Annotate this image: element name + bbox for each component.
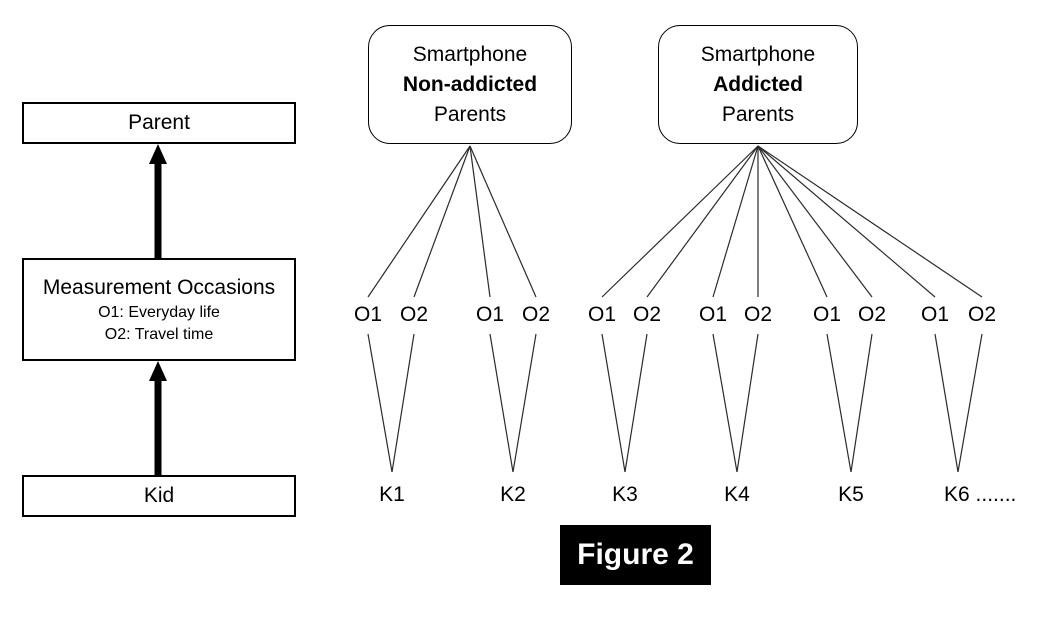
occasion-label: O2 <box>967 303 997 326</box>
occasion-label: O2 <box>521 303 551 326</box>
non-addicted-fan-lines <box>367 145 537 298</box>
group-title-line: Parents <box>433 102 507 126</box>
occasion-label: O2 <box>632 303 662 326</box>
kid-label: K2 <box>500 483 526 506</box>
occasion-label: O1 <box>698 303 728 326</box>
occasion-to-kid-lines <box>367 333 983 473</box>
kid-label: K4 <box>724 483 750 506</box>
occasion-label: O1 <box>812 303 842 326</box>
kid-label: K5 <box>838 483 864 506</box>
occasion-label: O1 <box>353 303 383 326</box>
addicted-fan-lines <box>601 145 983 298</box>
kid-label: K6 ....... <box>944 483 1017 506</box>
parent-box-label: Parent <box>128 111 190 134</box>
group-title-line: Smartphone <box>412 42 528 66</box>
occasion-label: O1 <box>920 303 950 326</box>
occasion-label: O1 <box>475 303 505 326</box>
kid-box: Kid <box>22 475 296 517</box>
group-title-line-bold: Non-addicted <box>402 72 538 96</box>
occasion2-definition: O2: Travel time <box>104 325 214 343</box>
measurement-to-parent-arrow <box>149 144 167 259</box>
occasion1-definition: O1: Everyday life <box>98 303 220 321</box>
parent-box: Parent <box>22 102 296 144</box>
occasion-label: O1 <box>587 303 617 326</box>
occasion-label: O2 <box>857 303 887 326</box>
non-addicted-parents-box: Smartphone Non-addicted Parents <box>368 25 572 144</box>
figure-caption: Figure 2 <box>560 525 711 585</box>
measurement-occasions-box: Measurement Occasions O1: Everyday life … <box>22 258 296 361</box>
figure-caption-label: Figure 2 <box>577 538 694 571</box>
group-title-line-bold: Addicted <box>713 72 803 96</box>
occasion-label: O2 <box>743 303 773 326</box>
group-title-line: Smartphone <box>700 42 816 66</box>
kid-label: K1 <box>379 483 405 506</box>
kid-to-measurement-arrow <box>149 361 167 476</box>
addicted-parents-box: Smartphone Addicted Parents <box>658 25 858 144</box>
group-title-line: Parents <box>721 102 795 126</box>
kid-box-label: Kid <box>143 484 175 507</box>
measurement-box-title: Measurement Occasions <box>42 275 276 299</box>
occasion-label: O2 <box>399 303 429 326</box>
kid-label: K3 <box>612 483 638 506</box>
